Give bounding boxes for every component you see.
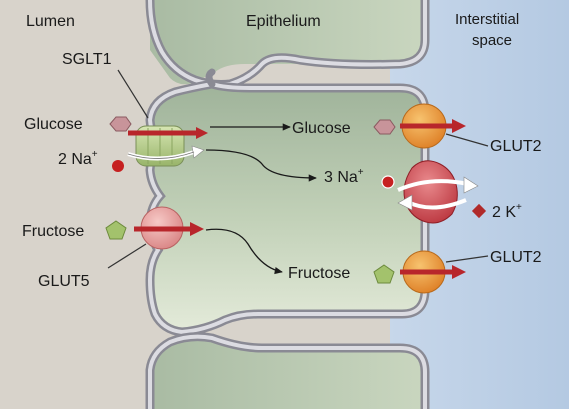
glut2-bottom-leader-line (445, 255, 489, 263)
pump-na-arrow (397, 179, 469, 192)
lumen-label: Lumen (26, 13, 75, 30)
fructose-flow-arrow (205, 228, 283, 275)
glut2-top-label: GLUT2 (490, 138, 542, 155)
na-lumen-count: 2 Na (58, 151, 92, 168)
na-lumen-dot (112, 160, 124, 172)
fructose-cell-pentagon (373, 264, 395, 284)
na-lumen-charge: + (92, 149, 98, 160)
glucose-cell-label: Glucose (292, 120, 351, 137)
glucose-lumen-label: Glucose (24, 116, 83, 133)
fructose-cell-label: Fructose (288, 265, 350, 282)
sglt1-glucose-arrowhead (196, 127, 208, 139)
glut2-bottom-arrowhead (452, 265, 466, 279)
na-cell-charge: + (358, 167, 364, 178)
na-cell-dot (381, 175, 395, 189)
k-label: 2 K+ (492, 202, 522, 221)
glut2-bottom-label: GLUT2 (490, 249, 542, 266)
interstitial-label-line1: Interstitial (455, 11, 519, 28)
glucose-cell-hexagon (373, 119, 396, 135)
sglt1-na-arrow-outline (127, 151, 195, 159)
pump-na-arrowhead (463, 176, 479, 194)
na-cell-label: 3 Na+ (324, 167, 364, 186)
glut5-label: GLUT5 (38, 273, 90, 290)
na-lumen-label: 2 Na+ (58, 149, 98, 168)
glut2-top-arrowhead (452, 119, 466, 133)
glucose-lumen-hexagon (109, 116, 132, 132)
interstitial-label-line2: space (472, 32, 512, 49)
fructose-lumen-label: Fructose (22, 223, 84, 240)
main-cell-body (149, 84, 426, 330)
k-count: 2 K (492, 204, 516, 221)
lower-cell-body (150, 335, 425, 409)
sglt1-leader-line (117, 69, 149, 119)
glut5-leader-line (107, 243, 147, 269)
epithelium-label: Epithelium (246, 13, 321, 30)
glut5-arrowhead (190, 222, 204, 236)
na-cell-count: 3 Na (324, 169, 358, 186)
glut2-top-leader-line (445, 133, 489, 147)
k-diamond (471, 203, 487, 219)
na-flow-arrow (205, 149, 317, 182)
fructose-lumen-pentagon (105, 220, 127, 240)
pump-k-arrowhead (397, 194, 413, 211)
k-charge: + (516, 202, 522, 213)
sglt1-label: SGLT1 (62, 51, 112, 68)
